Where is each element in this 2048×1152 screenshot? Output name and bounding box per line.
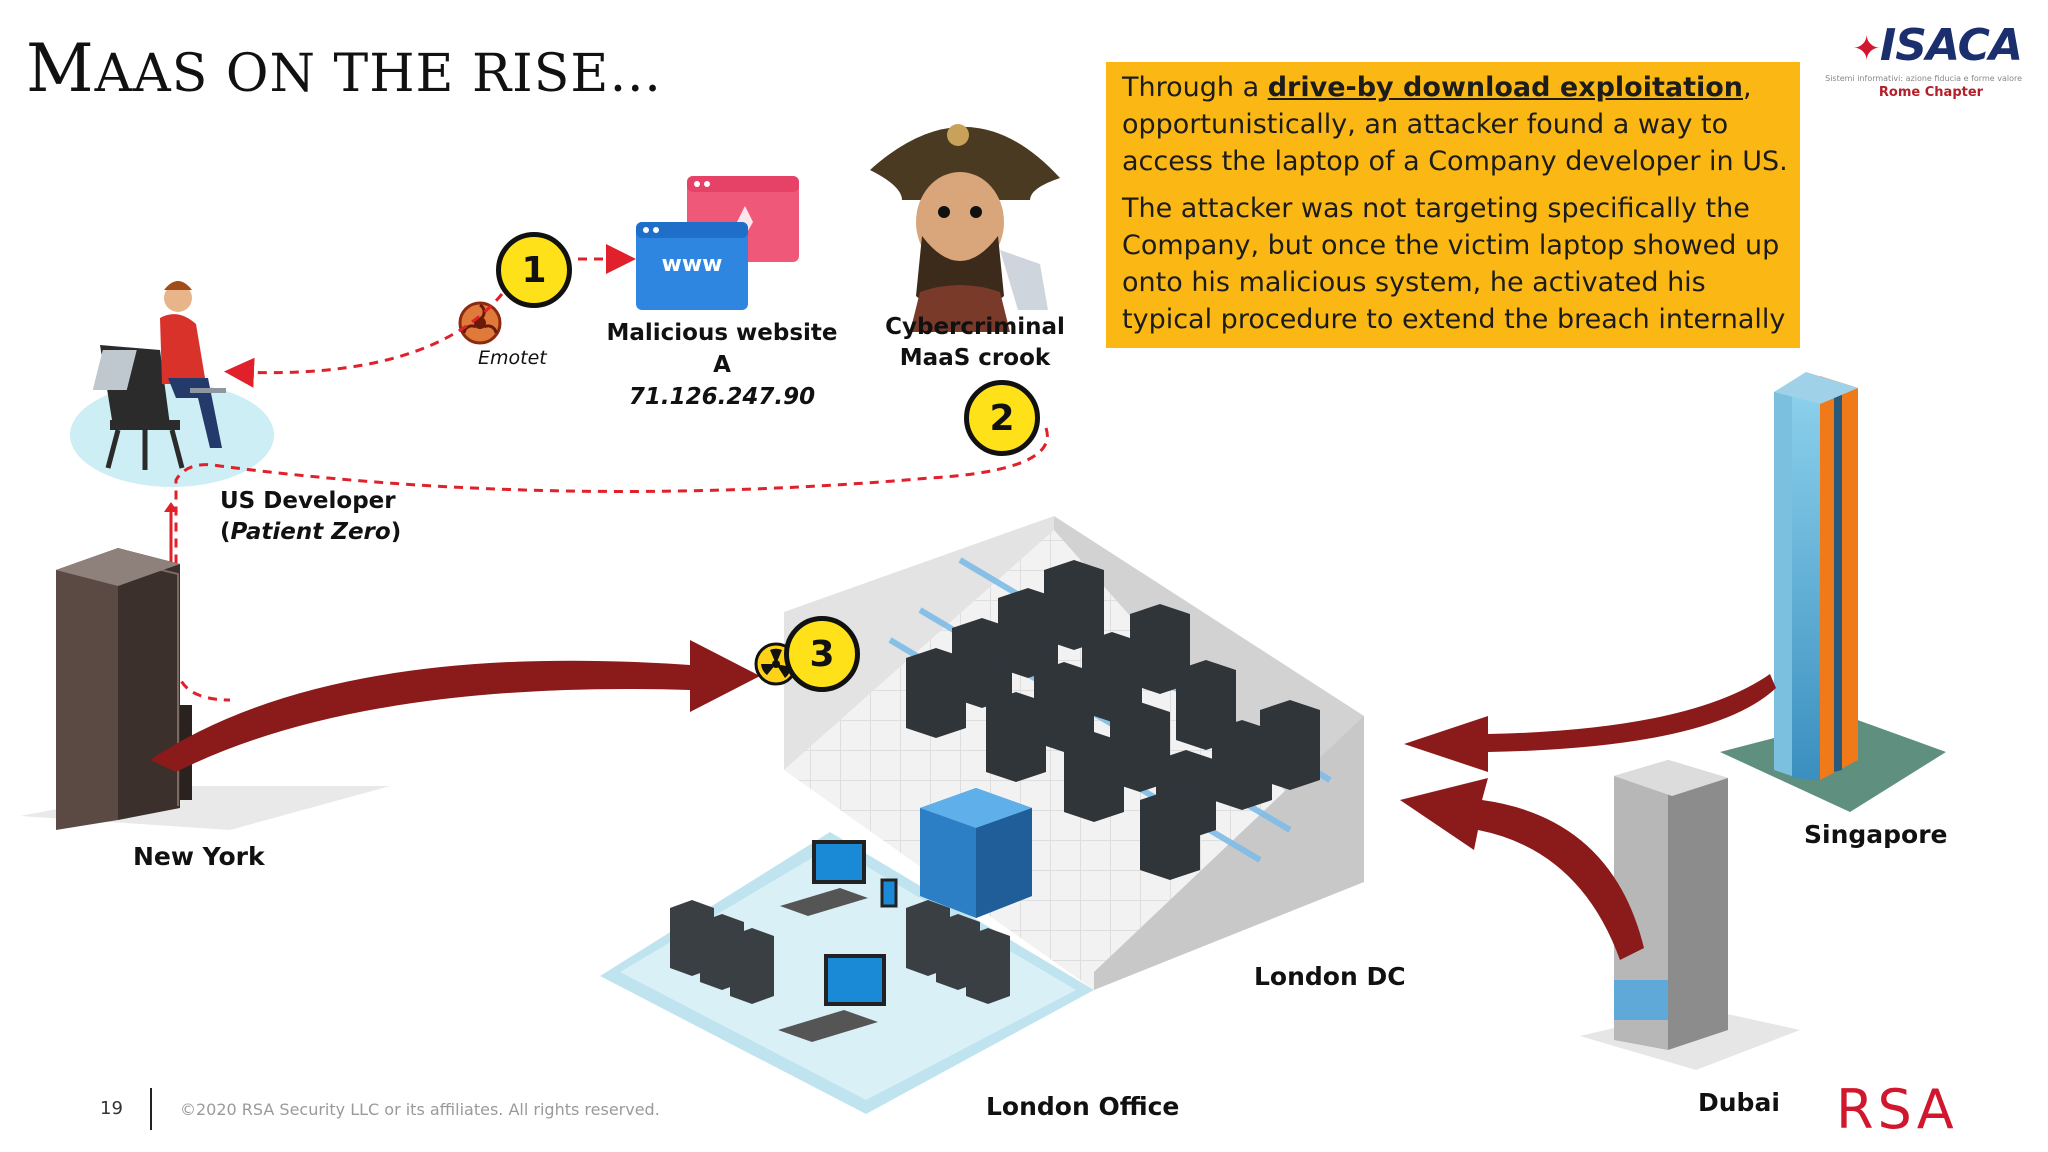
malicious-website-label: Malicious website [606, 320, 838, 346]
website-id-label: A [713, 352, 731, 378]
step-2-badge: 2 [964, 380, 1040, 456]
www-label: www [661, 252, 723, 277]
london-office-label: London Office [986, 1092, 1180, 1121]
slide-title: MAAS ON THE RISE… [26, 30, 662, 107]
page-number: 19 [100, 1098, 123, 1119]
isaca-chapter: Rome Chapter [1878, 85, 1984, 100]
emotet-label: Emotet [478, 347, 547, 369]
isaca-star-icon: ✦ [1852, 29, 1880, 69]
title-initial: M [26, 30, 95, 107]
rsa-logo: RSA [1836, 1078, 1958, 1141]
emotet-biohazard-icon [458, 301, 502, 345]
step-3-badge: 3 [784, 616, 860, 692]
new-york-label: New York [133, 842, 265, 871]
singapore-building [1720, 372, 1946, 812]
maas-crook-label: MaaS crook [899, 345, 1051, 371]
isaca-text: ISACA [1879, 20, 2023, 71]
callout-paragraph-2: The attacker was not targeting specifica… [1122, 193, 1786, 335]
patient-zero-label: (Patient Zero) [220, 519, 402, 545]
london-dc-label: London DC [1254, 962, 1406, 991]
pirate-crook-illustration [870, 124, 1060, 332]
callout-p1-before: Through a [1122, 72, 1268, 103]
server-racks [906, 560, 1320, 880]
footer-divider [150, 1088, 152, 1130]
isaca-wordmark: ✦ISACA [1800, 24, 2023, 71]
isaca-tagline: Sistemi informativi: azione fiducia e fo… [1825, 74, 2022, 83]
dubai-to-dc-arrow [1400, 778, 1644, 960]
callout-p1-emphasis: drive-by download exploitation [1267, 72, 1744, 103]
copyright-text: ©2020 RSA Security LLC or its affiliates… [180, 1100, 660, 1119]
singapore-label: Singapore [1804, 820, 1948, 849]
step-1-badge: 1 [496, 232, 572, 308]
us-developer-illustration [70, 281, 274, 487]
us-developer-label: US Developer [220, 488, 396, 514]
malicious-website-illustration [636, 176, 799, 310]
isaca-logo: ✦ISACA Sistemi informativi: azione fiduc… [1800, 24, 2023, 101]
nyc-to-dc-arrow [150, 640, 760, 772]
cybercriminal-label: Cybercriminal [885, 314, 1065, 340]
dubai-label: Dubai [1698, 1088, 1780, 1117]
london-office-illustration [600, 788, 1094, 1114]
callout-paragraph-1: Through a drive-by download exploitation… [1122, 69, 1788, 180]
explanation-callout: Through a drive-by download exploitation… [1106, 62, 1800, 348]
title-rest: AAS ON THE RISE… [94, 44, 663, 104]
callout-p1-after: , opportunistically, an attacker found a… [1122, 72, 1788, 177]
singapore-to-dc-arrow [1404, 674, 1776, 772]
patient-zero-text: Patient Zero [230, 519, 391, 545]
website-ip-label: 71.126.247.90 [628, 384, 816, 410]
dubai-building [1580, 760, 1800, 1070]
